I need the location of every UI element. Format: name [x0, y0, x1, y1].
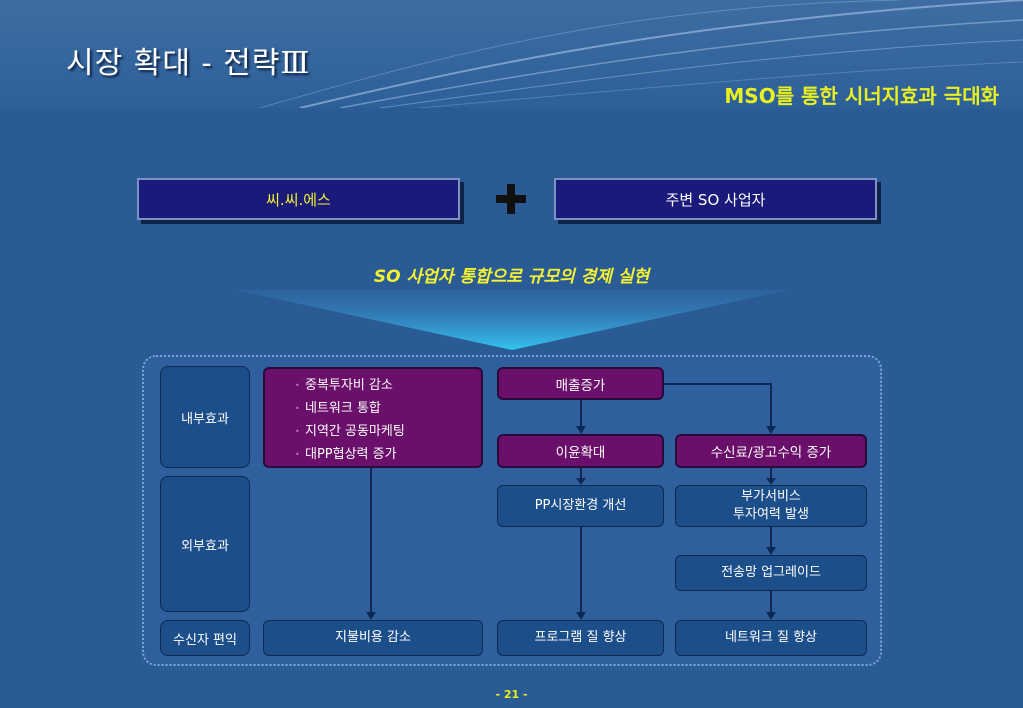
plus-icon	[492, 180, 530, 218]
row-label-internal: 내부효과	[160, 366, 250, 468]
node-value-added: 부가서비스 투자여력 발생	[675, 485, 867, 527]
node-program-quality: 프로그램 질 향상	[497, 620, 664, 656]
funnel-triangle	[236, 290, 788, 350]
node-fee-ad-revenue: 수신료/광고수익 증가	[675, 434, 867, 468]
banner-text: SO 사업자 통합으로 규모의 경제 실현	[373, 267, 650, 287]
page-number: - 21 -	[495, 688, 528, 701]
list-item: 대PP협상력 증가	[295, 443, 481, 466]
node-fee-reduction: 지불비용 감소	[263, 620, 483, 656]
node-profit-expansion: 이윤확대	[497, 434, 664, 468]
list-item: 지역간 공동마케팅	[295, 420, 481, 443]
box-nearby-so: 주변 SO 사업자	[554, 178, 877, 220]
node-value-added-line1: 부가서비스	[741, 489, 801, 505]
node-network-quality: 네트워크 질 향상	[675, 620, 867, 656]
decorative-waves	[259, 0, 1023, 108]
node-network-upgrade: 전송망 업그레이드	[675, 555, 867, 591]
row-label-external: 외부효과	[160, 476, 250, 612]
node-value-added-line2: 투자여력 발생	[733, 507, 809, 522]
list-item: 네트워크 통합	[295, 397, 481, 420]
node-sales-increase: 매출증가	[497, 367, 664, 400]
list-item: 중복투자비 감소	[295, 374, 481, 397]
row-label-receiver: 수신자 편익	[160, 620, 250, 656]
page-subtitle: MSO를 통한 시너지효과 극대화	[724, 84, 999, 108]
header-band	[0, 0, 1023, 108]
page-title: 시장 확대 - 전략Ⅲ	[66, 46, 311, 81]
cost-effects-box: 중복투자비 감소 네트워크 통합 지역간 공동마케팅 대PP협상력 증가	[263, 367, 483, 468]
node-pp-market: PP시장환경 개선	[497, 485, 664, 527]
box-ccs: 씨.씨.에스	[137, 178, 460, 220]
